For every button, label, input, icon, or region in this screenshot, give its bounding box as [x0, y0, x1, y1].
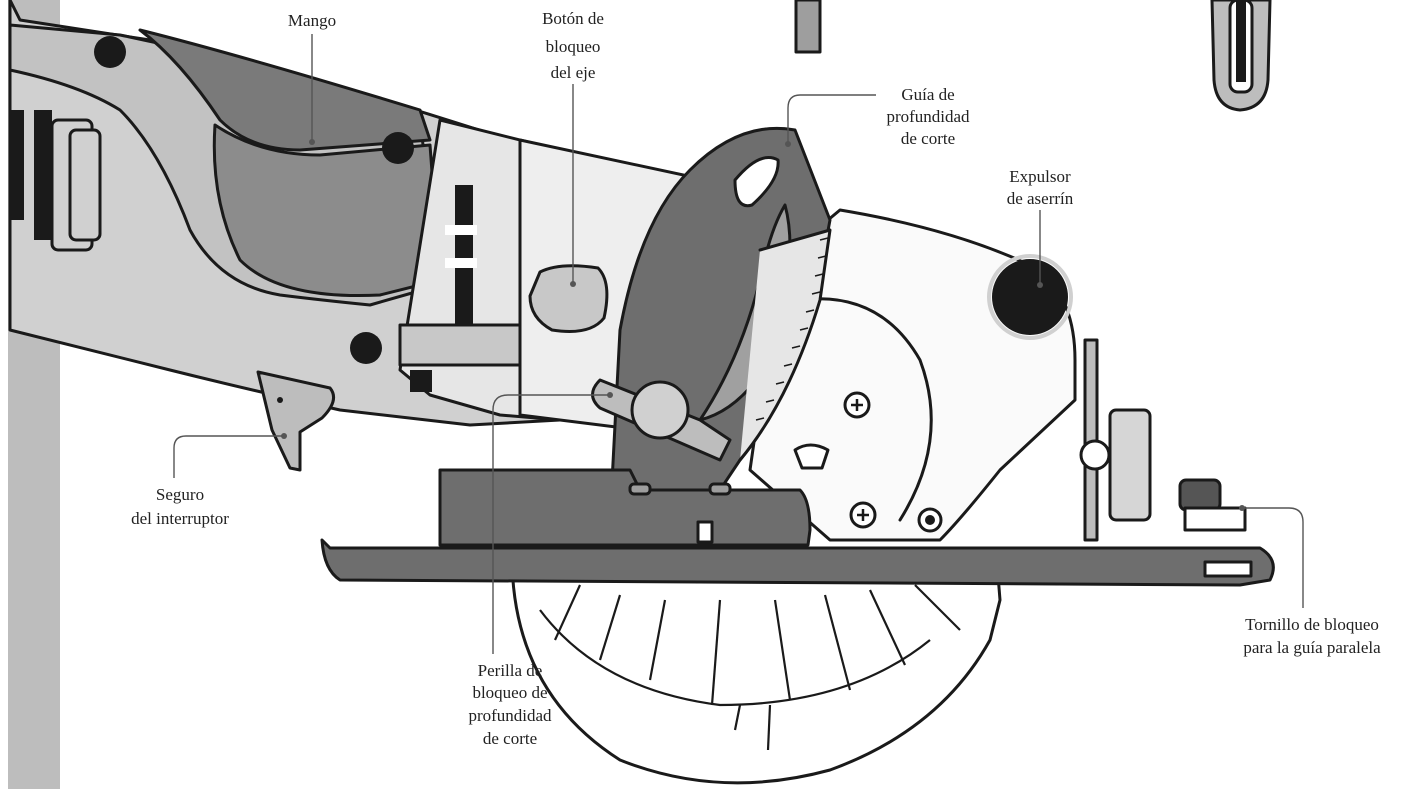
dust-port: [992, 259, 1068, 335]
depth-lock-knob: [591, 378, 732, 462]
label-guia-line1: Guía de: [901, 85, 954, 104]
label-boton-line3: del eje: [551, 63, 596, 82]
base-plate: [320, 468, 1275, 587]
label-boton-line1: Botón de: [542, 9, 604, 28]
label-tornillo: Tornillo de bloqueo para la guía paralel…: [1239, 505, 1381, 657]
label-seguro-line2: del interruptor: [131, 509, 229, 528]
label-expulsor-line1: Expulsor: [1009, 167, 1071, 186]
label-perilla-line3: profundidad: [468, 706, 552, 725]
label-guia-line2: profundidad: [886, 107, 970, 126]
label-mango: Mango: [288, 11, 336, 145]
label-perilla-line4: de corte: [483, 729, 537, 748]
label-expulsor-line2: de aserrín: [1007, 189, 1074, 208]
label-perilla-line1: Perilla de: [478, 661, 543, 680]
label-seguro-line1: Seguro: [156, 485, 204, 504]
label-seguro: Seguro del interruptor: [131, 433, 287, 528]
label-mango-text: Mango: [288, 11, 336, 30]
background-tools: [794, 0, 1272, 112]
label-tornillo-line2: para la guía paralela: [1243, 638, 1381, 657]
label-expulsor: Expulsor de aserrín: [1007, 167, 1074, 288]
saw-blade: [510, 548, 1002, 785]
label-perilla: Perilla de bloqueo de profundidad de cor…: [468, 392, 613, 748]
label-perilla-line2: bloqueo de: [472, 683, 547, 702]
label-tornillo-line1: Tornillo de bloqueo: [1245, 615, 1379, 634]
label-guia-line3: de corte: [901, 129, 955, 148]
label-boton: Botón de bloqueo del eje: [542, 9, 604, 287]
label-guia: Guía de profundidad de corte: [785, 85, 970, 148]
label-boton-line2: bloqueo: [546, 37, 601, 56]
